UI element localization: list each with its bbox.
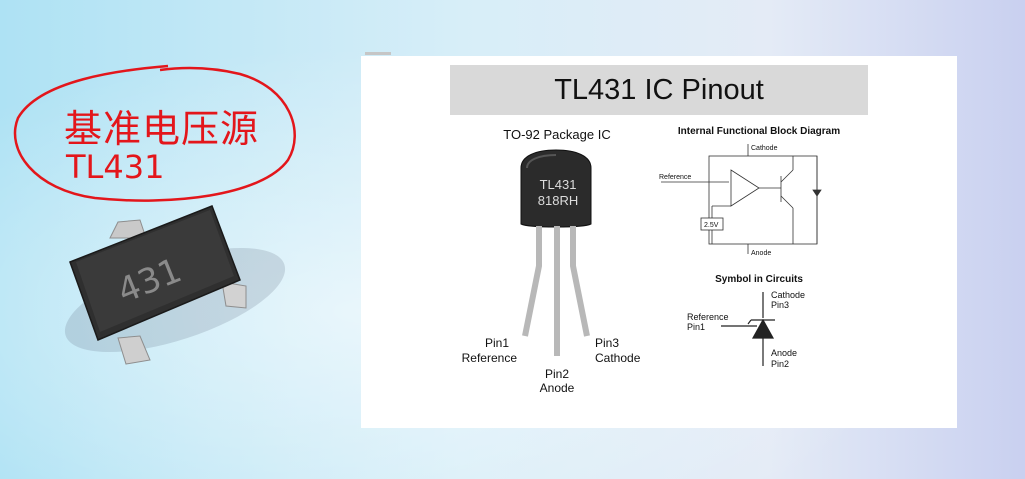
pinout-title: TL431 IC Pinout: [450, 65, 868, 115]
chip-illustration: 431: [13, 64, 296, 365]
symbol-anode-label: Anode: [771, 348, 797, 358]
pin2-number: Pin2: [545, 367, 569, 381]
to92-package: TL431 818RH: [520, 149, 592, 356]
part-label: TL431: [66, 148, 165, 186]
package-label: TO-92 Package IC: [503, 127, 610, 142]
symbol-triangle: [751, 318, 775, 339]
symbol-anode-pin: Pin2: [771, 359, 789, 369]
pin2-name: Anode: [540, 381, 575, 395]
symbol-reference-label: Reference: [687, 312, 729, 322]
zener-symbol: [721, 292, 775, 366]
pin3-name: Cathode: [595, 351, 641, 365]
lead-pin1: [522, 226, 542, 337]
chip-leads: [109, 219, 247, 365]
chinese-title: 基准电压源: [64, 107, 260, 151]
to92-body: [520, 149, 592, 228]
red-annotation-circle: [13, 64, 296, 202]
pin1-name: Reference: [462, 351, 518, 365]
symbol-reference-pin: Pin1: [687, 322, 705, 332]
symbol-cathode-pin: Pin3: [771, 300, 789, 310]
to92-marking-2: 818RH: [538, 193, 578, 208]
chip-lead-bottom: [117, 335, 151, 365]
block-diagram-title: Internal Functional Block Diagram: [678, 126, 840, 137]
opamp-triangle: [730, 169, 760, 207]
chip-top-face: [76, 210, 234, 332]
symbol-cathode-label: Cathode: [771, 290, 805, 300]
panel-mark: [365, 52, 391, 55]
block-reference-label: Reference: [659, 174, 691, 181]
to92-highlight: [526, 154, 557, 169]
pin1-number: Pin1: [485, 336, 509, 350]
block-vref-label: 2.5V: [704, 222, 719, 229]
block-diagram: [661, 144, 822, 254]
pinout-panel: TL431 IC Pinout TO-92 Package IC TL431 8…: [361, 52, 957, 428]
lead-pin3: [570, 226, 590, 337]
to92-marking-1: TL431: [540, 177, 577, 192]
block-anode-label: Anode: [751, 250, 771, 257]
pin3-number: Pin3: [595, 336, 619, 350]
block-outline: [708, 155, 818, 245]
block-cathode-label: Cathode: [751, 145, 778, 152]
chip-lead-right: [221, 281, 247, 309]
symbol-title: Symbol in Circuits: [715, 274, 803, 285]
pinout-drawing: TO-92 Package IC TL431 818RH Pin1 Refere…: [462, 126, 841, 395]
